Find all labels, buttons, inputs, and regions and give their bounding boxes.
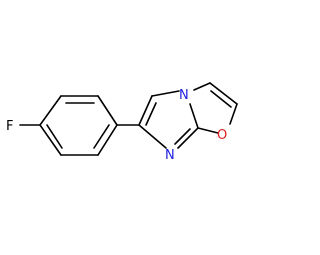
atom-fluorine: F [6,119,13,134]
bond-imid-1 [138,95,153,126]
bond-phenyl-double-3 [46,124,63,149]
bond-ox-3 [229,103,238,125]
bond-phenyl-3 [97,95,118,126]
bond-phenyl-1 [39,95,62,126]
bond-imid-5 [138,124,167,149]
atom-oxygen: O [217,128,227,143]
bond-ox-double [210,90,232,108]
bond-phenyl-double-2 [93,124,110,149]
bonds [19,82,238,156]
bond-imid-4 [177,127,199,149]
bond-imid-double-2 [174,128,191,145]
atom-nitrogen-ring: N [165,148,175,163]
bond-imid-2 [151,90,180,97]
bond-imid-3 [189,103,199,129]
bond-phenyl-4 [97,124,118,156]
molecule-canvas: F N N O [6,82,238,163]
bond-phenyl-6 [39,124,62,156]
atom-labels: F N N O [6,88,227,163]
bond-ox-1 [193,82,211,91]
atom-nitrogen-bridge: N [179,88,189,103]
structure-drawing: F N N O [6,82,238,163]
bond-imid-double-1 [145,102,157,126]
bond-ox-2 [209,82,238,105]
bond-ox-4 [197,127,219,134]
